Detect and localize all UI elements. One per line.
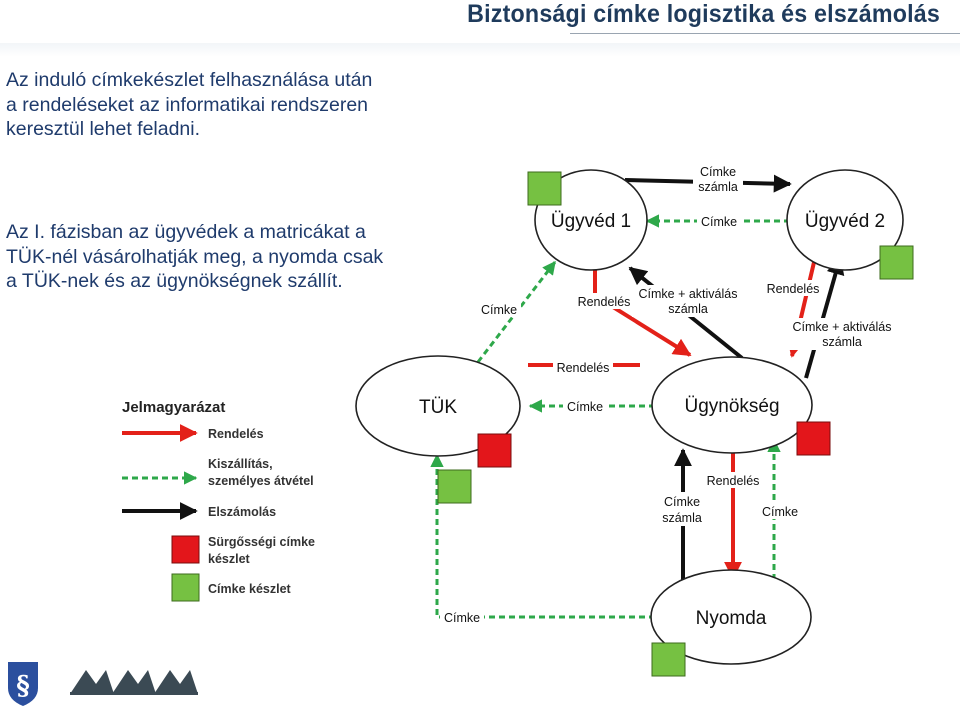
stock-green-ugyved1 [527, 171, 562, 206]
label-nyomda-ugy-szamla-2: számla [662, 511, 702, 525]
stock-green-ugyved2 [879, 245, 914, 280]
label-u1-u2-szamla-1: Címke [700, 165, 736, 179]
node-ugynokseg[interactable]: Ügynökség [651, 356, 813, 454]
edge-nyomda-tuk-cimke [430, 453, 655, 619]
phase-paragraph: Az I. fázisban az ügyvédek a matricákat … [6, 221, 384, 292]
label-u1-u2-szamla-2: számla [698, 180, 738, 194]
legend-red-square [171, 535, 200, 564]
label-ugy-tuk-cimke: Címke [567, 400, 603, 414]
node-tuk[interactable]: TÜK [355, 355, 521, 457]
legend-kiszallitas-2: személyes átvétel [208, 474, 314, 488]
node-nyomda-label: Nyomda [696, 608, 767, 629]
edge-u1-ugy-rendeles [603, 300, 692, 357]
legend: Jelmagyarázat Rendelés Kiszállítás, szem… [122, 399, 315, 602]
shield-logo: § [8, 662, 38, 706]
label-ugy-nyomda-rendeles: Rendelés [707, 474, 760, 488]
legend-surgossegi-2: készlet [208, 552, 251, 566]
label-ugy-u1-szamla-1: Címke + aktiválás [639, 287, 738, 301]
title-divider [570, 33, 960, 34]
label-ugy-u2-szamla-2: számla [822, 335, 862, 349]
stock-green-nyomda [651, 642, 686, 677]
node-ugyved1-label: Ügyvéd 1 [551, 211, 631, 232]
label-u1-tuk-rendeles: Rendelés [578, 295, 631, 309]
label-tuk-u1-cimke: Címke [481, 303, 517, 317]
node-tuk-label: TÜK [419, 397, 457, 418]
node-nyomda[interactable]: Nyomda [650, 569, 812, 665]
legend-title: Jelmagyarázat [122, 399, 225, 416]
label-nyomda-ugy-cimke: Címke [762, 505, 798, 519]
edge-labels: Címke számla Címke Címke Rendelés Címke … [440, 163, 898, 625]
legend-elszamolas: Elszámolás [208, 505, 276, 519]
node-ugynokseg-label: Ügynökség [684, 396, 779, 417]
mmm-logo [70, 670, 198, 695]
nodes: Ügyvéd 1 Ügyvéd 2 TÜK Ügynökség Nyomda [355, 169, 904, 665]
legend-surgossegi-1: Sürgősségi címke [208, 535, 315, 549]
legend-rendeles: Rendelés [208, 427, 264, 441]
svg-text:§: § [16, 671, 30, 701]
label-ugy-tuk-rendeles: Rendelés [557, 361, 610, 375]
node-ugyved2-label: Ügyvéd 2 [805, 211, 885, 232]
stock-markers [437, 171, 914, 677]
label-nyomda-ugy-szamla-1: Címke [664, 495, 700, 509]
page-title: Biztonsági címke logisztika és elszámolá… [467, 0, 940, 28]
stock-green-tuk [437, 469, 472, 504]
legend-green-square [171, 573, 200, 602]
legend-cimke-keszlet: Címke készlet [208, 582, 292, 596]
label-ugy-u2-szamla-1: Címke + aktiválás [793, 320, 892, 334]
stock-red-ugynokseg [796, 421, 831, 456]
node-ugyved2[interactable]: Ügyvéd 2 [786, 169, 904, 271]
intro-paragraph: Az induló címkekészlet felhasználása utá… [6, 69, 373, 140]
label-u2-ugy-rendeles: Rendelés [767, 282, 820, 296]
label-nyomda-tuk-cimke: Címke [444, 611, 480, 625]
header-band [0, 43, 960, 57]
label-ugy-u1-szamla-2: számla [668, 302, 708, 316]
stock-red-tuk [477, 433, 512, 468]
label-u2-u1-cimke: Címke [701, 215, 737, 229]
node-ugyved1[interactable]: Ügyvéd 1 [534, 169, 648, 271]
legend-kiszallitas-1: Kiszállítás, [208, 457, 273, 471]
